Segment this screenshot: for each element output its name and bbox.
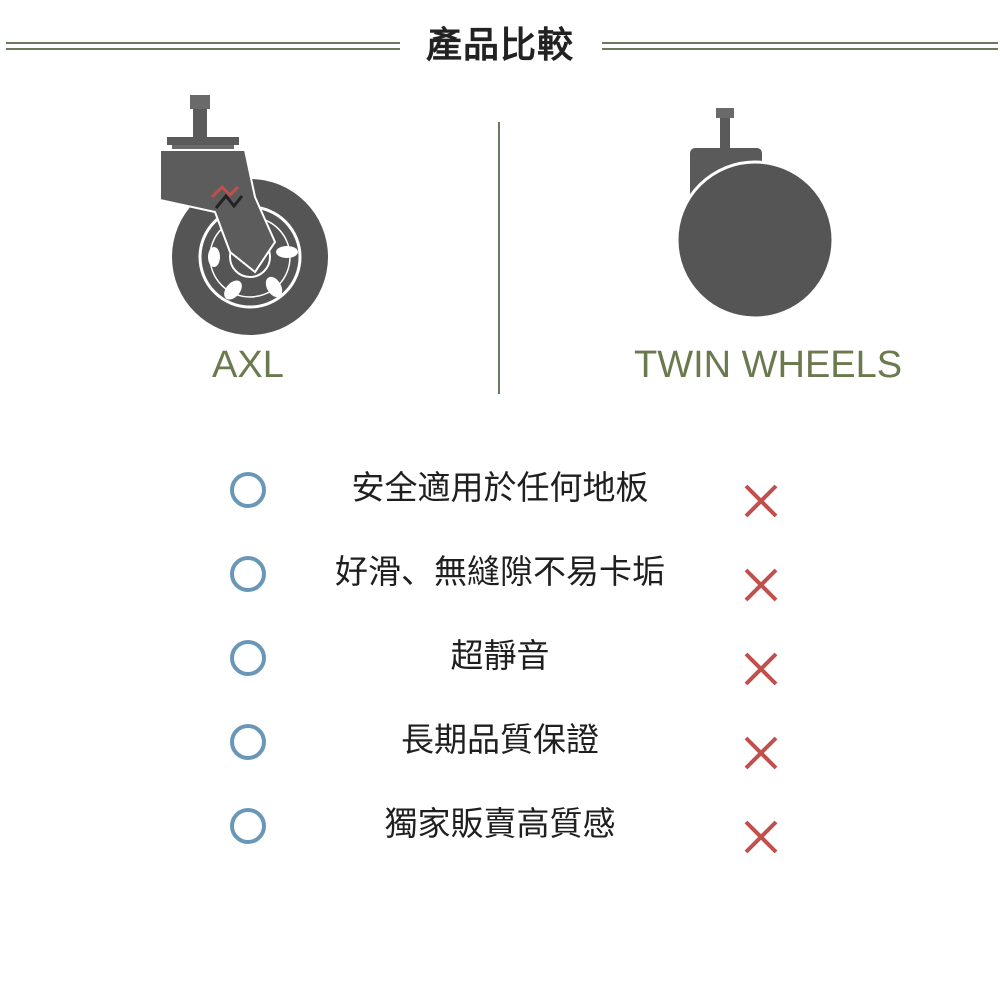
cross-icon xyxy=(742,734,780,772)
column-divider xyxy=(498,122,500,394)
title-double-line-right xyxy=(602,42,998,50)
feature-label: 超靜音 xyxy=(450,636,550,675)
title-double-line-left xyxy=(6,42,400,50)
product-axl: AXL xyxy=(150,92,340,386)
feature-row: 長期品質保證 xyxy=(0,712,1000,772)
twin-wheel-caster-icon xyxy=(675,108,835,320)
product-twin-wheels: TWIN WHEELS xyxy=(634,100,902,386)
feature-label: 獨家販賣高質感 xyxy=(384,804,616,843)
cross-icon xyxy=(742,818,780,856)
feature-row: 超靜音 xyxy=(0,628,1000,688)
circle-icon xyxy=(230,472,266,508)
cross-icon xyxy=(742,650,780,688)
feature-label: 安全適用於任何地板 xyxy=(351,468,649,507)
feature-row: 安全適用於任何地板 xyxy=(0,460,1000,520)
circle-icon xyxy=(230,724,266,760)
feature-label: 好滑、無縫隙不易卡垢 xyxy=(335,552,665,591)
feature-row: 好滑、無縫隙不易卡垢 xyxy=(0,544,1000,604)
cross-icon xyxy=(742,482,780,520)
circle-icon xyxy=(230,808,266,844)
axl-caster-wheel-icon xyxy=(159,95,328,335)
feature-label: 長期品質保證 xyxy=(401,720,599,759)
title-bar: 產品比較 xyxy=(0,20,1000,72)
circle-icon xyxy=(230,556,266,592)
page-title: 產品比較 xyxy=(425,25,574,66)
cross-icon xyxy=(742,566,780,604)
product-name-axl: AXL xyxy=(212,344,284,386)
circle-icon xyxy=(230,640,266,676)
product-name-twin-wheels: TWIN WHEELS xyxy=(634,344,903,386)
feature-row: 獨家販賣高質感 xyxy=(0,796,1000,856)
